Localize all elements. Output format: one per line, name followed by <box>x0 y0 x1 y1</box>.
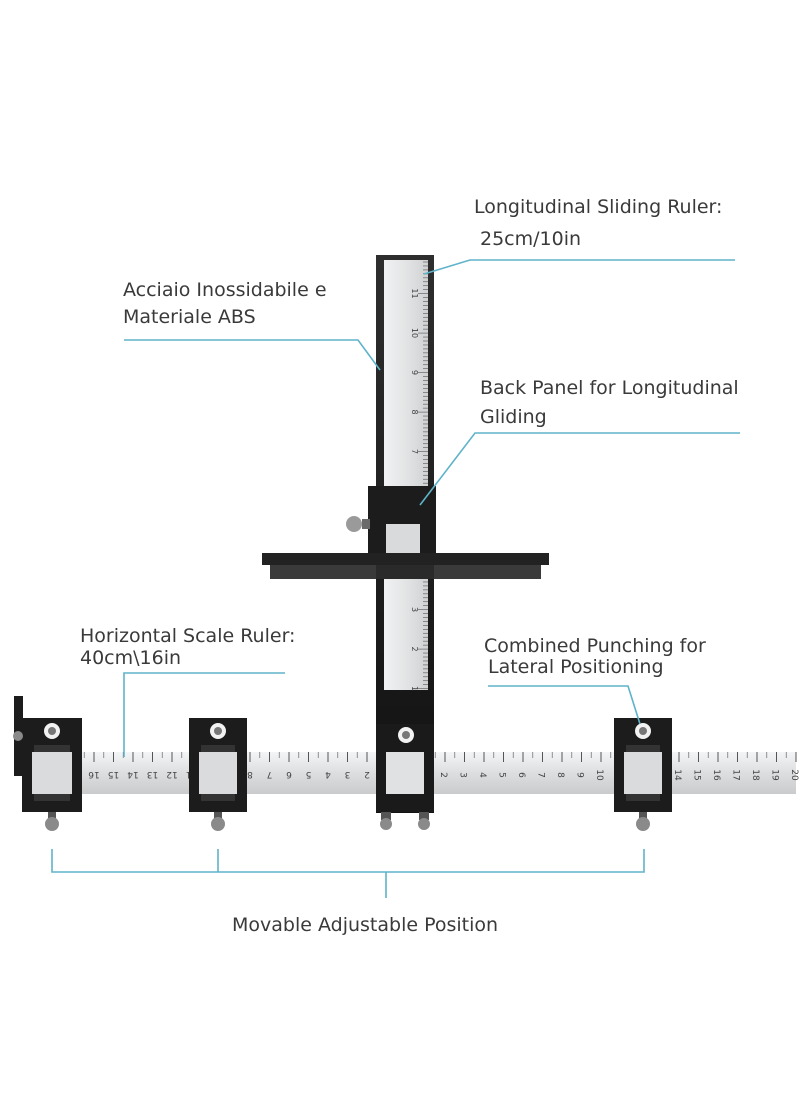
bracket-movable <box>51 849 645 873</box>
h-tick-label: 3 <box>458 772 468 778</box>
h-tick-label: 6 <box>286 769 292 779</box>
label-movable-position: Movable Adjustable Position <box>232 914 499 936</box>
clamp-screw-icon <box>211 817 225 831</box>
h-tick-label: 9 <box>575 772 585 778</box>
clamp-screw-icon <box>45 817 59 831</box>
v-tick-label: 3 <box>410 607 419 612</box>
center-screw-left-icon <box>380 818 392 830</box>
h-tick-label: 16 <box>711 769 721 781</box>
h-tick-label: 10 <box>594 769 604 781</box>
clamp-screw-icon <box>636 817 650 831</box>
h-tick-label: 7 <box>536 772 546 778</box>
h-tick-label: 2 <box>438 772 448 778</box>
v-tick-label: 7 <box>410 449 419 454</box>
sliding-clamp <box>614 718 672 831</box>
v-tick-label: 2 <box>410 646 419 651</box>
leader-vertical-ruler <box>423 259 735 275</box>
back-panel <box>262 486 549 579</box>
h-tick-label: 17 <box>731 769 741 780</box>
label-vertical-ruler-line1: Longitudinal Sliding Ruler: <box>474 196 723 218</box>
leader-material <box>124 339 381 371</box>
h-tick-label: 4 <box>325 769 331 779</box>
h-tick-label: 15 <box>108 769 119 779</box>
leader-horizontal-ruler <box>123 672 285 757</box>
leader-back-panel <box>419 432 740 506</box>
h-tick-label: 12 <box>166 769 177 779</box>
h-tick-label: 13 <box>147 769 158 779</box>
label-back-panel-line2: Gliding <box>480 406 547 428</box>
h-tick-label: 15 <box>692 769 702 780</box>
h-tick-label: 19 <box>770 769 780 781</box>
leader-lines <box>51 259 740 898</box>
h-tick-label: 4 <box>477 772 487 778</box>
h-tick-label: 14 <box>672 769 682 781</box>
h-tick-label: 5 <box>497 772 507 778</box>
sliding-clamp <box>189 718 247 831</box>
label-back-panel-line1: Back Panel for Longitudinal <box>480 377 739 399</box>
label-punching-line2: Lateral Positioning <box>488 656 664 678</box>
back-panel-knob-icon <box>346 516 362 532</box>
center-screw-right-icon <box>418 818 430 830</box>
h-tick-label: 6 <box>516 772 526 778</box>
label-punching-line1: Combined Punching for <box>484 635 706 657</box>
clamp-side-screw-icon <box>13 731 23 741</box>
v-tick-label: 11 <box>410 288 419 298</box>
sliding-clamp <box>13 696 82 831</box>
label-horizontal-ruler-line1: Horizontal Scale Ruler: <box>80 625 296 647</box>
label-vertical-ruler-line2: 25cm/10in <box>480 228 582 250</box>
h-tick-label: 18 <box>750 769 760 781</box>
h-tick-label: 8 <box>247 769 253 779</box>
v-tick-label: 1 <box>410 686 419 691</box>
h-tick-label: 5 <box>306 769 312 779</box>
center-block <box>376 724 434 830</box>
h-tick-label: 14 <box>127 769 139 779</box>
h-tick-label: 16 <box>88 769 100 779</box>
leader-punching <box>488 685 641 725</box>
movable-clamps <box>13 696 672 831</box>
label-horizontal-ruler-line2: 40cm\16in <box>80 647 182 669</box>
v-tick-label: 8 <box>410 409 419 414</box>
h-tick-label: 2 <box>364 769 370 779</box>
h-tick-label: 7 <box>267 769 273 779</box>
label-material-line1: Acciaio Inossidabile e <box>123 279 327 301</box>
v-tick-label: 10 <box>410 328 419 338</box>
label-material-line2: Materiale ABS <box>123 306 256 328</box>
h-tick-label: 8 <box>555 772 565 778</box>
v-tick-label: 9 <box>410 370 419 375</box>
h-tick-label: 20 <box>789 769 799 781</box>
h-tick-label: 3 <box>345 769 351 779</box>
